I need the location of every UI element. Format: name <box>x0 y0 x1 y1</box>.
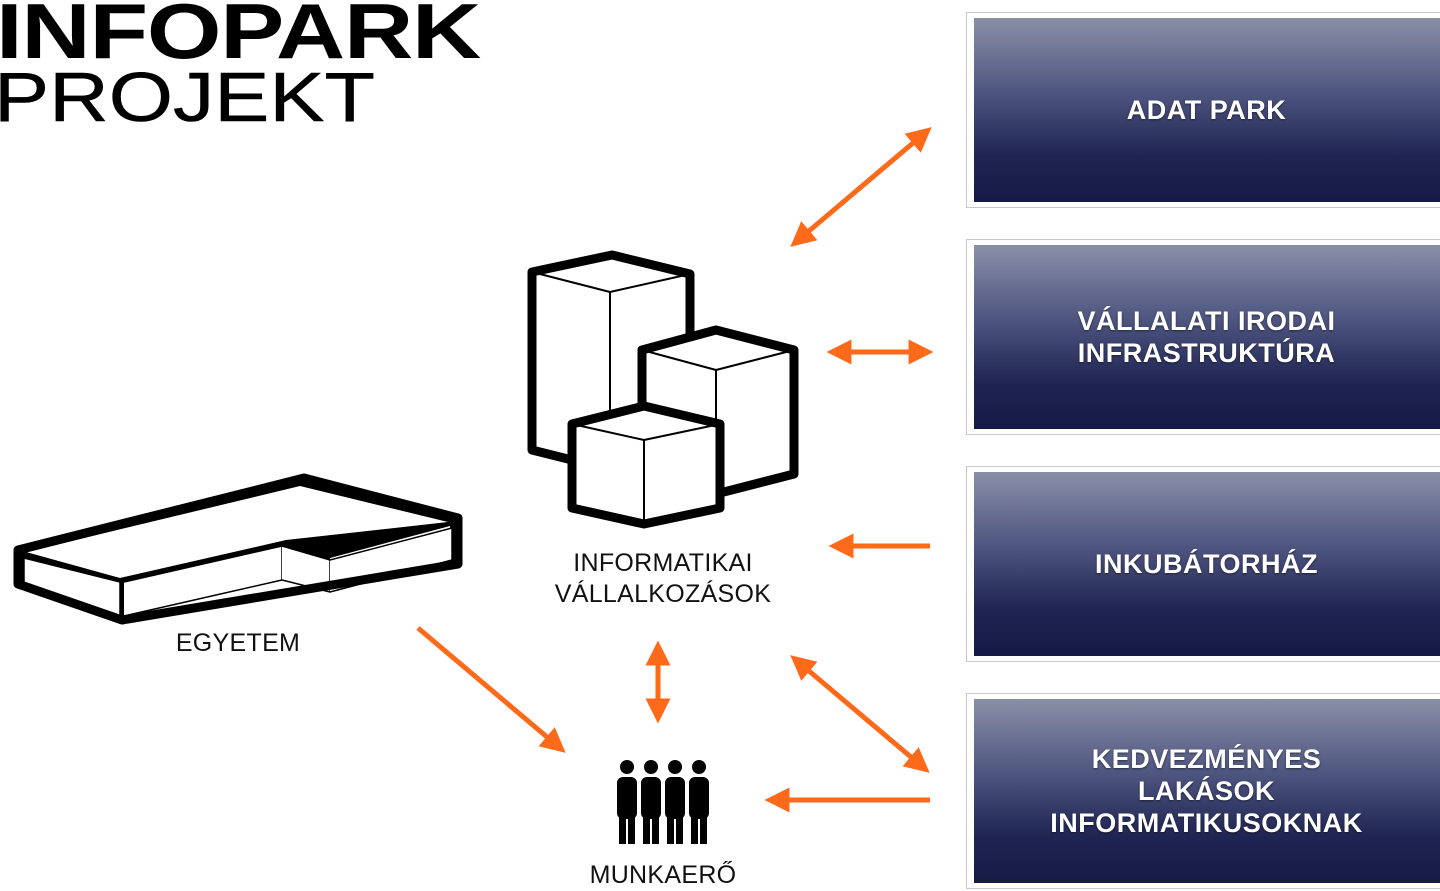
box-label: ADAT PARK <box>1126 95 1287 125</box>
campus-building-icon <box>13 473 463 625</box>
box-label: VÁLLALATI IRODAI INFRASTRUKTÚRA <box>1077 306 1336 368</box>
logo-title: INFOPARK <box>0 0 481 75</box>
box-adat-park: ADAT PARK <box>966 12 1440 208</box>
box-label: INKUBÁTORHÁZ <box>1095 549 1318 579</box>
label-workforce: MUNKAERŐ <box>589 861 737 889</box>
arrow-egyetem-to-munkaero <box>416 626 566 753</box>
arrow-kedvezmenyes-lakasok <box>790 655 930 773</box>
label-it-companies: INFORMATIKAI VÁLLALKOZÁSOK <box>554 549 772 608</box>
office-buildings-icon <box>527 250 799 529</box>
box-kedvezmenyes-lakasok: KEDVEZMÉNYES LAKÁSOK INFORMATIKUSOKNAK <box>966 693 1440 889</box>
logo-subtitle: PROJEKT <box>0 58 375 136</box>
label-university: EGYETEM <box>175 629 301 657</box>
people-icon <box>617 760 709 844</box>
box-irodai-infrastruktura: VÁLLALATI IRODAI INFRASTRUKTÚRA <box>966 239 1440 435</box>
box-label: KEDVEZMÉNYES LAKÁSOK INFORMATIKUSOKNAK <box>1050 744 1363 838</box>
box-inkubatorhaz: INKUBÁTORHÁZ <box>966 466 1440 662</box>
arrow-adat-park <box>790 127 932 247</box>
